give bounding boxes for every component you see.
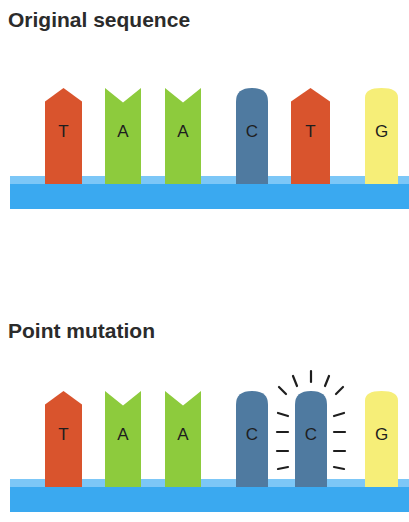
- base-outline: [165, 391, 201, 487]
- guanine-base: G: [365, 391, 398, 487]
- base-letter: T: [45, 425, 82, 445]
- base-letter: G: [365, 425, 398, 445]
- base-outline: [236, 391, 268, 487]
- cytosine-base: C: [295, 391, 327, 487]
- base-letter: A: [165, 122, 201, 142]
- base-outline: [45, 391, 82, 487]
- base-letter: A: [165, 425, 201, 445]
- base-outline: [365, 88, 398, 184]
- base-letter: C: [236, 425, 268, 445]
- base-letter: C: [236, 122, 268, 142]
- section-heading: Original sequence: [8, 8, 190, 32]
- adenine-base: A: [165, 88, 201, 184]
- adenine-base: A: [165, 391, 201, 487]
- base-outline: [291, 88, 330, 184]
- base-letter: T: [291, 122, 330, 142]
- base-letter: C: [295, 425, 327, 445]
- adenine-base: A: [105, 391, 141, 487]
- base-letter: A: [105, 425, 141, 445]
- adenine-base: A: [105, 88, 141, 184]
- base-letter: G: [365, 122, 398, 142]
- section-heading: Point mutation: [8, 319, 155, 343]
- thymine-base: T: [45, 391, 82, 487]
- base-outline: [236, 88, 268, 184]
- thymine-base: T: [45, 88, 82, 184]
- guanine-base: G: [365, 88, 398, 184]
- thymine-base: T: [291, 88, 330, 184]
- base-outline: [365, 391, 398, 487]
- cytosine-base: C: [236, 88, 268, 184]
- base-outline: [165, 88, 201, 184]
- base-outline: [295, 391, 327, 487]
- cytosine-base: C: [236, 391, 268, 487]
- base-letter: A: [105, 122, 141, 142]
- base-outline: [105, 391, 141, 487]
- base-letter: T: [45, 122, 82, 142]
- base-outline: [45, 88, 82, 184]
- base-outline: [105, 88, 141, 184]
